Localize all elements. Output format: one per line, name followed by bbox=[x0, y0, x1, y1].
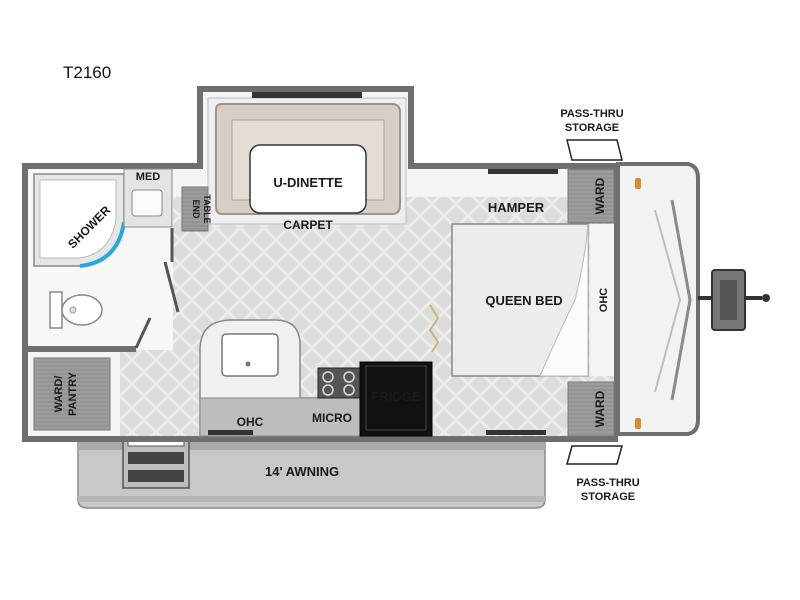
kitchen-sink bbox=[221, 333, 279, 377]
front-cap bbox=[616, 162, 700, 436]
svg-text:END: END bbox=[191, 199, 201, 219]
u-dinette-label: U-DINETTE bbox=[273, 175, 343, 190]
svg-text:OHC: OHC bbox=[598, 288, 610, 313]
micro-label: MICRO bbox=[312, 411, 352, 425]
svg-text:STORAGE: STORAGE bbox=[565, 122, 619, 134]
svg-text:WARD: WARD bbox=[593, 390, 607, 427]
fridge: FRIDGE bbox=[359, 361, 433, 437]
cooktop bbox=[317, 367, 361, 399]
svg-text:TABLE: TABLE bbox=[202, 194, 212, 223]
svg-text:WARD/: WARD/ bbox=[53, 376, 65, 413]
wardrobe-bottom: WARD bbox=[567, 381, 615, 437]
shower: SHOWER bbox=[33, 173, 126, 268]
end-table: END TABLE bbox=[181, 186, 212, 232]
marker-light-icon bbox=[635, 178, 641, 189]
wardrobe-top: WARD bbox=[567, 168, 615, 224]
dinette-slide: U-DINETTE CARPET bbox=[207, 97, 407, 232]
med-label: MED bbox=[136, 171, 161, 183]
svg-text:PANTRY: PANTRY bbox=[67, 371, 79, 416]
toilet bbox=[49, 291, 103, 329]
ohc-front: OHC bbox=[590, 224, 614, 376]
burner-icon bbox=[343, 371, 355, 383]
burner-icon bbox=[322, 371, 334, 383]
bathroom: SHOWER MED bbox=[28, 168, 180, 352]
awning: 14' AWNING bbox=[77, 439, 546, 509]
dinette-table bbox=[249, 144, 367, 214]
kitchen-counter: OHC MICRO bbox=[199, 319, 361, 437]
hitch bbox=[698, 269, 770, 331]
model-number: T2160 bbox=[63, 63, 111, 82]
windows bbox=[208, 92, 558, 435]
queen-bed-label: QUEEN BED bbox=[485, 293, 562, 308]
bathroom-sink: MED bbox=[123, 168, 173, 228]
fridge-label: FRIDGE bbox=[371, 389, 420, 404]
burner-icon bbox=[343, 384, 355, 396]
hamper-label: HAMPER bbox=[488, 200, 545, 215]
ward-pantry: WARD/ PANTRY bbox=[28, 352, 118, 436]
burner-icon bbox=[322, 384, 334, 396]
queen-bed: QUEEN BED bbox=[428, 223, 589, 377]
svg-text:PASS-THRU: PASS-THRU bbox=[560, 108, 623, 120]
svg-text:PASS-THRU: PASS-THRU bbox=[576, 477, 639, 489]
pass-thru-storage-bottom: PASS-THRU STORAGE bbox=[566, 445, 640, 503]
svg-text:STORAGE: STORAGE bbox=[581, 491, 635, 503]
ohc-kitchen-label: OHC bbox=[237, 415, 264, 429]
pass-thru-storage-top: PASS-THRU STORAGE bbox=[560, 108, 624, 161]
marker-light-icon bbox=[635, 418, 641, 429]
svg-text:WARD: WARD bbox=[593, 177, 607, 214]
awning-label: 14' AWNING bbox=[265, 464, 339, 479]
carpet-label: CARPET bbox=[283, 218, 333, 232]
bathroom-door bbox=[134, 228, 180, 349]
